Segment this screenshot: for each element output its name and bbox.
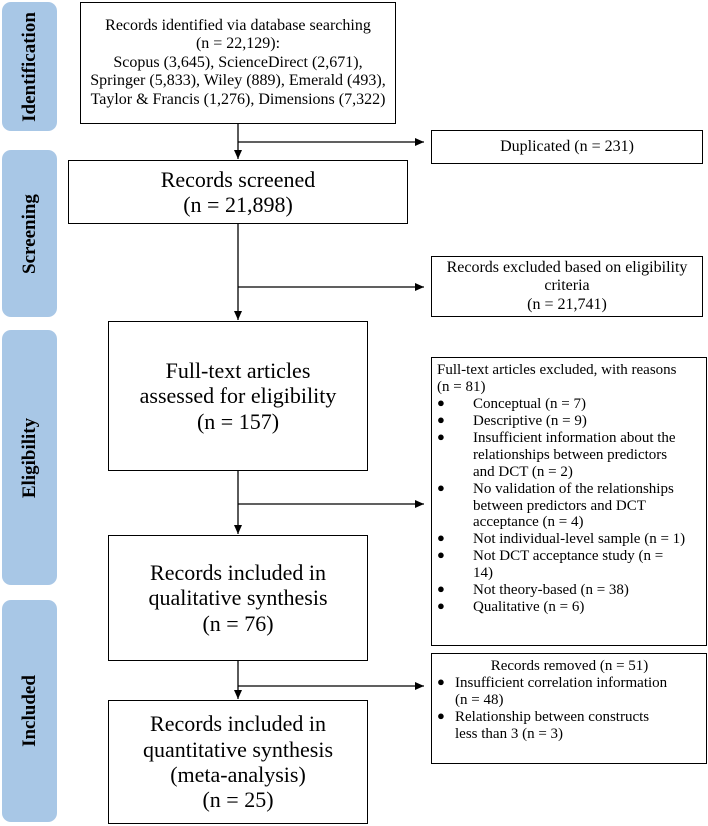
list-item: ● Not theory-based (n = 38) — [437, 581, 702, 599]
list-item: ● Not individual-level sample (n = 1) — [437, 531, 702, 548]
text-line: Full-text articles — [165, 358, 311, 384]
text-line: Springer (5,833), Wiley (889), Emerald (… — [90, 72, 386, 90]
bullet-icon: ● — [437, 530, 445, 546]
item-text: Relationship between constructs — [455, 708, 650, 725]
item-text: and DCT (n = 2) — [473, 463, 573, 480]
item-text: relationships between predictors — [473, 446, 668, 463]
phase-eligibility: Eligibility — [2, 330, 57, 585]
records-removed-box: Records removed (n = 51) ● Insufficient c… — [431, 653, 707, 764]
quantitative-synthesis-box: Records included in quantitative synthes… — [108, 700, 368, 824]
phase-identification: Identification — [2, 2, 57, 131]
item-text: No validation of the relationships — [473, 480, 674, 497]
text-line: (n = 21,898) — [183, 192, 293, 217]
fulltext-assessed-box: Full-text articles assessed for eligibil… — [108, 321, 368, 471]
text-line: (meta-analysis) — [170, 762, 306, 787]
item-text: Conceptual (n = 7) — [473, 395, 587, 412]
text-line: (n = 22,129): — [195, 35, 281, 53]
text-line: Records screened — [160, 166, 316, 192]
list-item: ● Descriptive (n = 9) — [437, 411, 702, 430]
bullet-icon: ● — [437, 411, 445, 427]
item-text: Insufficient correlation information — [455, 674, 668, 691]
item-text: between predictors and DCT — [473, 497, 646, 514]
duplicated-box: Duplicated (n = 231) — [431, 130, 703, 164]
list-item: ● Insufficient correlation information(n … — [437, 673, 702, 709]
item-text: Not theory-based (n = 38) — [473, 582, 629, 599]
bullet-icon: ● — [437, 428, 445, 444]
list-header: (n = 81) — [437, 378, 486, 395]
text-line: quantitative synthesis — [142, 736, 334, 762]
item-text: acceptance (n = 4) — [473, 514, 584, 531]
bullet-icon: ● — [437, 707, 445, 723]
bullet-icon: ● — [437, 598, 445, 614]
item-text: Not individual-level sample (n = 1) — [473, 531, 686, 548]
text-line: assessed for eligibility — [139, 383, 337, 409]
text-line: Scopus (3,645), ScienceDirect (2,671), — [113, 53, 363, 71]
list-header: Full-text articles excluded, with reason… — [437, 362, 677, 378]
records-screened-box: Records screened (n = 21,898) — [68, 160, 408, 224]
excluded-eligibility-box: Records excluded based on eligibility cr… — [431, 256, 703, 317]
phase-screening: Screening — [2, 150, 57, 317]
list-item: ● Conceptual (n = 7) — [437, 394, 702, 413]
text-line: Records included in — [150, 711, 326, 737]
item-text: Insufficient information about the — [473, 429, 676, 446]
text-line: (n = 76) — [202, 610, 274, 636]
text-line: criteria — [544, 277, 590, 295]
text-line: Duplicated (n = 231) — [500, 137, 634, 155]
bullet-icon: ● — [437, 394, 445, 410]
bullet-icon: ● — [437, 479, 445, 495]
item-text: 14) — [473, 565, 493, 582]
text-line: Records identified via database searchin… — [105, 17, 371, 35]
item-text: (n = 48) — [455, 691, 504, 708]
text-line: (n = 25) — [202, 787, 274, 813]
qualitative-synthesis-box: Records included in qualitative synthesi… — [108, 535, 368, 661]
fulltext-excluded-box: Full-text articles excluded, with reason… — [431, 357, 707, 646]
item-text: Qualitative (n = 6) — [473, 599, 585, 616]
text-line: (n = 157) — [196, 408, 280, 434]
list-item: ● Not DCT acceptance study (n =14) — [437, 547, 702, 582]
list-header: Records removed (n = 51) — [490, 658, 649, 674]
records-identified-box: Records identified via database searchin… — [80, 2, 396, 124]
text-line: Taylor & Francis (1,276), Dimensions (7,… — [90, 90, 386, 108]
text-line: Records excluded based on eligibility — [446, 258, 688, 276]
bullet-icon: ● — [437, 547, 445, 563]
item-text: less than 3 (n = 3) — [455, 725, 564, 742]
item-text: Not DCT acceptance study (n = — [473, 548, 664, 565]
bullet-icon: ● — [437, 673, 445, 689]
phase-included: Included — [2, 600, 57, 822]
item-text: Descriptive (n = 9) — [473, 412, 587, 429]
text-line: (n = 21,741) — [527, 295, 607, 313]
text-line: Records included in — [150, 560, 326, 586]
removal-reasons-list: ● Insufficient correlation information(n … — [437, 673, 702, 743]
exclusion-reasons-list: ● Conceptual (n = 7) ● Descriptive (n = 9)… — [437, 394, 702, 616]
bullet-icon: ● — [437, 581, 445, 597]
list-item: ● Qualitative (n = 6) — [437, 598, 702, 616]
text-line: qualitative synthesis — [148, 585, 328, 611]
